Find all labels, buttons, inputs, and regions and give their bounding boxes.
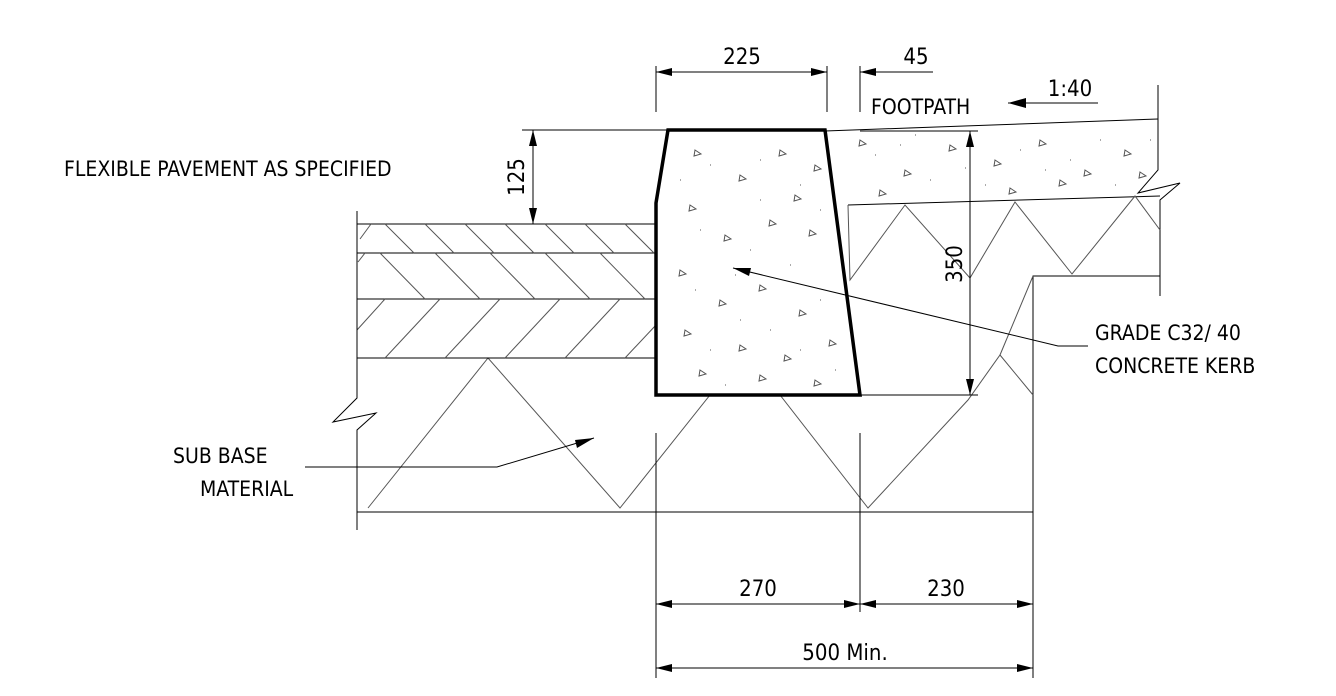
sub-base-label-line1: SUB BASE (173, 444, 268, 468)
dim-base-kerb-text: 270 (739, 577, 777, 602)
sub-base-label-line2: MATERIAL (200, 477, 294, 501)
slope-text: 1:40 (1048, 77, 1092, 102)
dim-kerb-top-width-text: 225 (723, 45, 761, 70)
footpath-concrete-texture (858, 134, 1151, 197)
footpath-bottom-line (847, 195, 1161, 206)
footpath-layer (824, 85, 1181, 296)
pavement-hatch-2 (357, 252, 646, 300)
flexible-pavement-layers (331, 211, 657, 530)
dim-base-total-text: 500 Min. (802, 641, 887, 666)
kerb-label-line1: GRADE C32/ 40 (1095, 321, 1241, 345)
dim-kerb-top-width: 225 (655, 45, 828, 112)
dim-base-widths: 270 230 (655, 433, 1034, 678)
pavement-hatch-3 (356, 298, 657, 359)
dim-kerb-upstand: 125 (505, 130, 537, 225)
kerb-outline (654, 128, 862, 397)
kerb-label-line2: CONCRETE KERB (1095, 354, 1255, 378)
flexible-pavement-label: FLEXIBLE PAVEMENT AS SPECIFIED (64, 157, 392, 181)
dim-footpath-offset-text: 45 (903, 45, 928, 70)
right-break-line (1136, 85, 1181, 296)
sub-base-leader (305, 437, 595, 468)
sub-base-zigzag (367, 354, 1034, 509)
dim-kerb-height-text: 350 (943, 245, 968, 283)
kerb-concrete-texture (678, 149, 838, 387)
dim-base-total: 500 Min. (656, 641, 1033, 672)
pavement-hatch-1 (359, 223, 655, 254)
sub-base-zigzag-upper (999, 275, 1034, 356)
left-break-line (331, 211, 378, 530)
concrete-kerb (522, 128, 978, 397)
dim-kerb-height: 350 (943, 131, 974, 395)
sub-base-right-edge (1032, 275, 1160, 512)
footpath-subbase-zigzag (847, 195, 1161, 282)
footpath-top-line (824, 118, 1159, 132)
footpath-label: FOOTPATH (871, 95, 970, 119)
dim-base-extension-text: 230 (927, 577, 965, 602)
dim-footpath-offset: 45 (859, 45, 933, 112)
slope-indicator: 1:40 (1008, 77, 1098, 108)
kerb-leader (732, 267, 1088, 347)
dim-kerb-upstand-text: 125 (505, 158, 530, 196)
